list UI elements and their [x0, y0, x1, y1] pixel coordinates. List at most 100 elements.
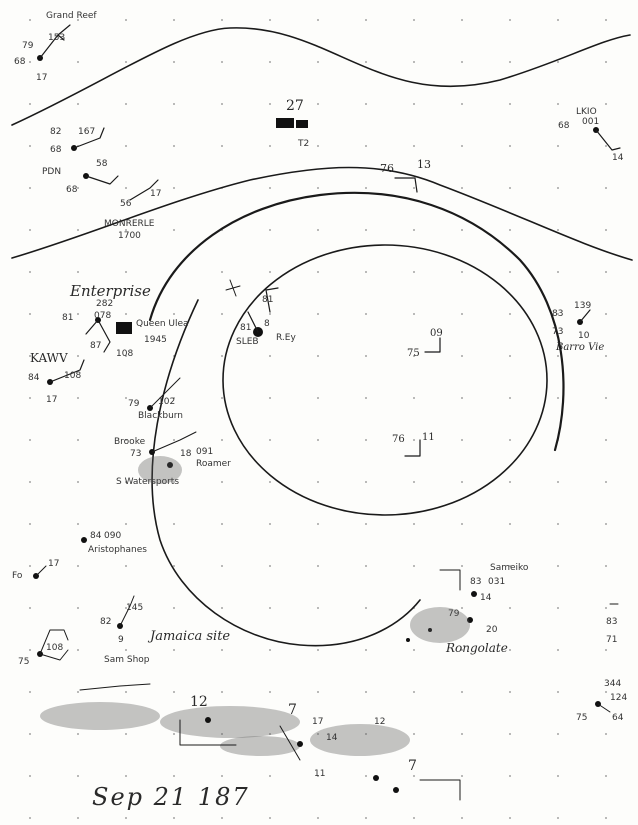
svg-text:KAWV: KAWV	[30, 351, 68, 365]
station-sam-shop: 82 145 9 Sam Shop	[100, 595, 150, 665]
grid-dot	[317, 523, 319, 525]
grid-dot	[317, 439, 319, 441]
grid-dot	[173, 523, 175, 525]
svg-text:MONRERLE: MONRERLE	[104, 219, 155, 229]
svg-text:Barro Vie: Barro Vie	[555, 342, 604, 353]
grid-dot	[173, 103, 175, 105]
svg-text:14: 14	[326, 733, 338, 743]
station-roamer: Roamer 18	[167, 449, 231, 469]
grid-dot	[461, 61, 463, 63]
svg-text:Blackburn: Blackburn	[138, 411, 183, 421]
grid-dot	[509, 817, 511, 819]
grid-dot	[557, 145, 559, 147]
grid-dot	[413, 565, 415, 567]
grid-dot	[461, 775, 463, 777]
grid-dot	[221, 817, 223, 819]
grid-dot	[269, 271, 271, 273]
grid-dot	[125, 775, 127, 777]
grid-dot	[317, 271, 319, 273]
svg-text:167: 167	[78, 127, 95, 137]
grid-dot	[413, 691, 415, 693]
station-kawv: KAWV 84 108 17	[28, 351, 85, 405]
svg-text:83: 83	[552, 309, 563, 319]
svg-text:8: 8	[264, 319, 270, 329]
svg-text:139: 139	[574, 301, 591, 311]
svg-text:14: 14	[480, 593, 492, 603]
station-bottom-right: 344 124 75 64	[576, 679, 627, 723]
grid-dot	[77, 61, 79, 63]
svg-text:10: 10	[578, 331, 590, 341]
svg-text:82: 82	[100, 617, 111, 627]
grid-dot	[317, 733, 319, 735]
grid-dot	[173, 313, 175, 315]
station-enterprise: Enterprise 81 282 078 87 108	[62, 282, 151, 359]
grid-dot	[461, 817, 463, 819]
grid-dot	[509, 187, 511, 189]
grid-dot	[365, 61, 367, 63]
grid-dot	[317, 817, 319, 819]
grid-dot	[461, 145, 463, 147]
grid-dot	[269, 439, 271, 441]
grid-dot	[125, 649, 127, 651]
grid-dot	[605, 523, 607, 525]
grid-dot	[365, 523, 367, 525]
svg-text:108: 108	[46, 643, 63, 653]
grid-dot	[221, 523, 223, 525]
svg-text:79: 79	[22, 41, 34, 51]
grid-dot	[125, 229, 127, 231]
grid-dot	[509, 775, 511, 777]
grid-dot	[413, 313, 415, 315]
grid-dot	[461, 271, 463, 273]
grid-dot	[29, 355, 31, 357]
grid-dot	[221, 313, 223, 315]
grid-dot	[221, 481, 223, 483]
station-queen-ulea: Queen Ulea 1945	[116, 319, 189, 345]
grid-dot	[413, 523, 415, 525]
grid-dot	[317, 481, 319, 483]
svg-text:73: 73	[552, 327, 563, 337]
svg-text:84: 84	[90, 531, 102, 541]
svg-text:84: 84	[28, 373, 40, 383]
station-top-left: Grand Reef 79 153 68 17	[14, 11, 97, 83]
ring-label-09: 09	[430, 328, 443, 339]
grid-dot	[173, 733, 175, 735]
grid-dot	[509, 103, 511, 105]
grid-dot	[269, 775, 271, 777]
grid-dot	[221, 733, 223, 735]
svg-text:1700: 1700	[118, 231, 141, 241]
grid-dot	[365, 187, 367, 189]
grid-dot	[269, 607, 271, 609]
lower-front-line	[11, 166, 633, 261]
grid-dot	[269, 355, 271, 357]
grid-dots	[29, 19, 607, 819]
grid-dot	[461, 229, 463, 231]
grid-dot	[269, 145, 271, 147]
grid-dot	[221, 103, 223, 105]
grid-dot	[173, 19, 175, 21]
grid-dot	[173, 817, 175, 819]
grid-dot	[317, 355, 319, 357]
grid-dot	[461, 523, 463, 525]
grid-dot	[317, 19, 319, 21]
grid-dot	[125, 355, 127, 357]
grid-dot	[125, 439, 127, 441]
grid-dot	[461, 397, 463, 399]
svg-text:17: 17	[150, 189, 161, 199]
front-label-76: 76	[380, 162, 394, 175]
station-sameiko: Sameiko 83 031 14	[439, 563, 529, 603]
grid-dot	[605, 313, 607, 315]
svg-text:71: 71	[606, 635, 617, 645]
grid-dot	[173, 145, 175, 147]
grid-dot	[221, 61, 223, 63]
grid-dot	[605, 187, 607, 189]
grid-dot	[269, 19, 271, 21]
grid-dot	[29, 439, 31, 441]
grid-dot	[509, 145, 511, 147]
ring-label-75: 75	[407, 348, 420, 359]
grid-dot	[509, 481, 511, 483]
grid-dot	[173, 649, 175, 651]
svg-text:17: 17	[312, 717, 323, 727]
grid-dot	[557, 607, 559, 609]
grid-dot	[413, 271, 415, 273]
grid-dot	[77, 775, 79, 777]
